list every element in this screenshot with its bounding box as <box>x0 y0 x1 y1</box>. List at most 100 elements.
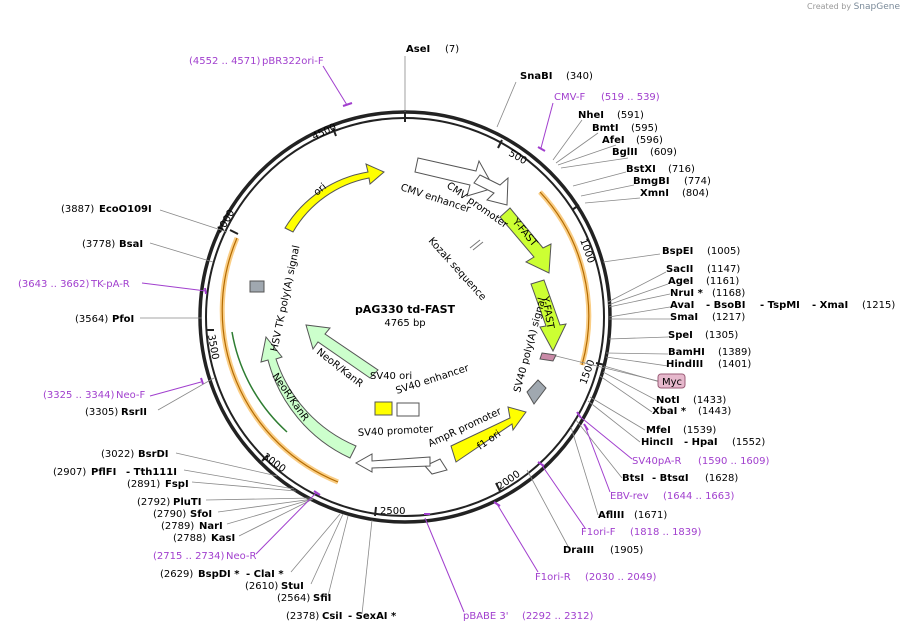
sv40-ori-box <box>374 401 393 416</box>
site-hincii-pos: (1552) <box>732 437 765 448</box>
site-btsai: - BtsαI <box>652 473 689 484</box>
site-bglii: BglII <box>612 147 638 158</box>
primer-pbabe3: pBABE 3' <box>463 611 509 622</box>
sv40-enhancer-box <box>396 402 420 417</box>
features <box>249 157 567 475</box>
primer-neo-f-range: (3325 .. 3344) <box>43 390 115 401</box>
site-sfoi-pos: (2790) <box>153 509 186 520</box>
primer-sv40pa-r: SV40pA-R <box>632 456 681 467</box>
site-bspei-pos: (1005) <box>707 246 740 257</box>
ori-arrow <box>284 163 385 233</box>
site-bsai-pos: (3778) <box>82 239 115 250</box>
site-xbai-pos: (1443) <box>698 406 731 417</box>
site-labels-right: AseI (7) SnaBI (340) NheI (591) BmtI (59… <box>406 44 895 556</box>
tick-label-3000: 3000 <box>260 451 287 475</box>
plasmid-name: pAG330 td-FAST <box>355 303 456 316</box>
site-bsobi: - BsoBI <box>706 300 745 311</box>
site-pluti-pos: (2792) <box>137 497 170 508</box>
site-sexai: - SexAI * <box>348 611 397 622</box>
primer-cmv-f-range: (519 .. 539) <box>601 92 660 103</box>
snapgene-credit: Created by SnapGene <box>807 2 900 12</box>
site-pflfi-pos: (2907) <box>53 467 86 478</box>
site-pfoi-pos: (3564) <box>75 314 108 325</box>
primer-f1ori-f: F1ori-F <box>581 527 616 538</box>
site-clai: - ClaI * <box>246 569 284 580</box>
site-kasi-pos: (2788) <box>173 533 206 544</box>
site-xmni: XmnI <box>640 188 669 199</box>
site-pflfi: PflFI <box>91 467 116 478</box>
primer-marks <box>200 102 589 515</box>
site-mfei: MfeI <box>646 425 671 436</box>
site-xbai: XbaI * <box>652 406 687 417</box>
site-labels-left: (2378) CsiI - SexAI * (2564) SfiI (2610)… <box>53 204 397 622</box>
primer-f1ori-f-range: (1818 .. 1839) <box>630 527 702 538</box>
site-agei-pos: (1161) <box>706 276 739 287</box>
neor-outer-arrow <box>260 335 357 459</box>
primer-neo-r-range: (2715 .. 2734) <box>153 551 225 562</box>
site-fspi: FspI <box>165 479 189 490</box>
site-ecoo109i-pos: (3887) <box>61 204 94 215</box>
neor-inner-arrow <box>305 324 379 379</box>
site-tspmi: - TspMI <box>760 300 800 311</box>
site-bstxi: BstXI <box>626 164 656 175</box>
site-bmgbi: BmgBI <box>633 176 670 187</box>
site-noti-pos: (1433) <box>693 395 726 406</box>
primer-pbabe3-range: (2292 .. 2312) <box>522 611 594 622</box>
site-afei: AfeI <box>602 135 625 146</box>
created-by-text: Created by <box>807 2 852 11</box>
site-bstxi-pos: (716) <box>668 164 695 175</box>
sv40-promoter-arrow <box>354 453 431 473</box>
site-spei-pos: (1305) <box>705 330 738 341</box>
primer-pbr322ori-range: (4552 .. 4571) <box>189 56 261 67</box>
cmv-enhancer-arrow <box>414 157 495 197</box>
site-sacii: SacII <box>666 264 693 275</box>
myc-tag: Myc <box>555 355 686 389</box>
site-bmgbi-pos: (774) <box>684 176 711 187</box>
site-noti: NotI <box>656 395 680 406</box>
site-bamhi-pos: (1389) <box>718 347 751 358</box>
tick-label-4500: 4500 <box>311 122 339 143</box>
primer-f1ori-r: F1ori-R <box>535 572 571 583</box>
tick-label-3500: 3500 <box>205 334 220 361</box>
site-snabi: SnaBI <box>520 71 552 82</box>
yfast2-arrow <box>530 279 567 353</box>
sv40-promoter-label: SV40 promoter <box>358 424 435 439</box>
primer-ebv-rev-range: (1644 .. 1663) <box>663 491 735 502</box>
site-bsrdi: BsrDI <box>138 449 169 460</box>
site-csii: CsiI <box>322 611 342 622</box>
site-rsrii-pos: (3305) <box>85 407 118 418</box>
orf-arc-left-line <box>221 237 339 483</box>
primer-f1ori-r-range: (2030 .. 2049) <box>585 572 657 583</box>
orf-arc-right-line <box>539 191 590 366</box>
site-nrui: NruI * <box>670 288 704 299</box>
snapgene-logo-text: SnapGene <box>853 2 900 12</box>
ampr-promoter-arrow <box>424 458 448 475</box>
primer-neo-f: Neo-F <box>116 390 146 401</box>
site-sacii-pos: (1147) <box>707 264 740 275</box>
site-hpai: - HpaI <box>684 437 718 448</box>
primer-cmv-f: CMV-F <box>554 92 585 103</box>
site-nari-pos: (2789) <box>161 521 194 532</box>
site-btsi-pos: (1628) <box>705 473 738 484</box>
site-xmai: - XmaI <box>812 300 848 311</box>
site-bspei: BspEI <box>662 246 693 257</box>
primer-tk-pa-r-range: (3643 .. 3662) <box>18 279 90 290</box>
site-hindiii-pos: (1401) <box>718 359 751 370</box>
primer-sv40pa-r-range: (1590 .. 1609) <box>698 456 770 467</box>
site-csii-pos: (2378) <box>286 611 319 622</box>
site-rsrii: RsrII <box>121 407 147 418</box>
site-spei: SpeI <box>668 330 693 341</box>
primer-pbr322ori: pBR322ori-F <box>262 56 324 67</box>
site-hincii: HincII <box>641 437 673 448</box>
site-bglii-pos: (609) <box>650 147 677 158</box>
site-hindiii: HindIII <box>666 359 703 370</box>
site-bspdi-pos: (2629) <box>160 569 193 580</box>
site-xmni-pos: (804) <box>682 188 709 199</box>
site-sfii-pos: (2564) <box>277 593 310 604</box>
site-fspi-pos: (2891) <box>127 479 160 490</box>
neor2-label: NeoR/KanR <box>270 371 311 423</box>
site-snabi-pos: (340) <box>566 71 593 82</box>
site-draiii-pos: (1905) <box>610 545 643 556</box>
myc-box <box>539 352 557 362</box>
primer-neo-r: Neo-R <box>226 551 257 562</box>
